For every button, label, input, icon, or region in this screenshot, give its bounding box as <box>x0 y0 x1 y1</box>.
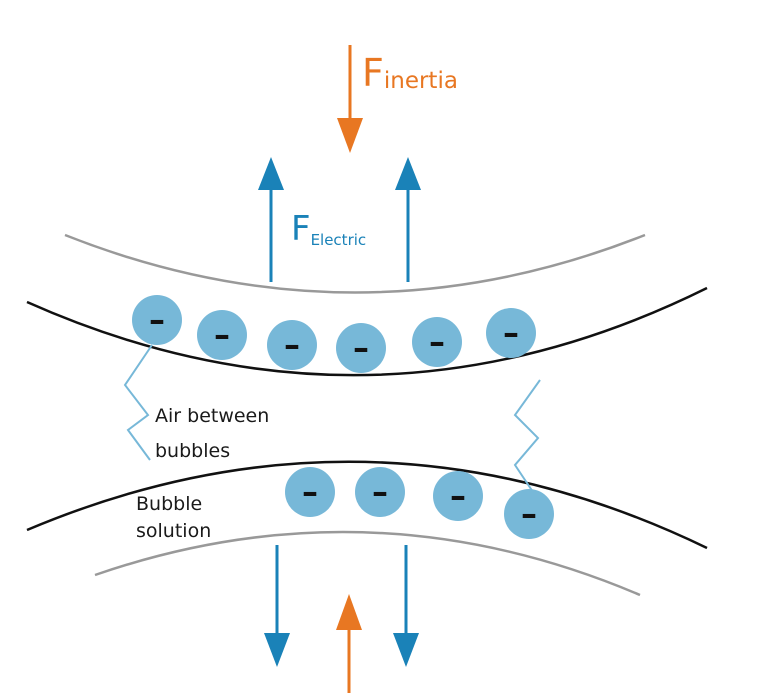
electric-force-symbol: F <box>291 209 311 249</box>
charge-circle <box>433 471 483 521</box>
electric-arrow-bottom-left-head <box>264 633 290 667</box>
minus-sign: – <box>149 301 165 339</box>
bottom-bubble-outer-surface <box>26 460 708 550</box>
electric-force-subscript: Electric <box>311 231 367 249</box>
charge-circle <box>285 467 335 517</box>
electric-arrow-top-left-head <box>258 157 284 190</box>
inertia-force-subscript: inertia <box>384 68 458 94</box>
electric-force-label: FElectric <box>291 209 366 249</box>
inertia-force-label: Finertia <box>362 51 458 95</box>
minus-sign: – <box>284 326 300 364</box>
charge-circle <box>336 323 386 373</box>
air-leader-line <box>123 344 153 461</box>
solution-label-line1: Bubble <box>136 493 202 515</box>
charge-circle <box>132 295 182 345</box>
solution-leader-line <box>513 379 541 496</box>
charge-circle <box>412 317 462 367</box>
charge-circle <box>504 489 554 539</box>
bottom-bubble-inner-surface <box>94 530 641 597</box>
charge-top-3: – <box>267 320 317 370</box>
minus-sign: – <box>214 316 230 354</box>
charge-top-1: – <box>132 295 182 345</box>
minus-sign: – <box>429 323 445 361</box>
inertia-arrow-top-head <box>337 118 363 153</box>
air-label-line2: bubbles <box>155 440 230 462</box>
air-label-line1: Air between <box>155 405 269 427</box>
charge-circle <box>197 310 247 360</box>
charge-bottom-4: – <box>504 489 554 539</box>
minus-sign: – <box>503 314 519 352</box>
inertia-force-symbol: F <box>362 51 384 95</box>
minus-sign: – <box>353 329 369 367</box>
minus-sign: – <box>521 495 537 533</box>
electric-arrow-top-right-head <box>395 157 421 190</box>
solution-label-line2: solution <box>136 520 211 542</box>
charge-circle <box>267 320 317 370</box>
charge-top-4: – <box>336 323 386 373</box>
top-bubble-outer-surface <box>26 286 708 377</box>
minus-sign: – <box>372 473 388 511</box>
charge-circle <box>355 467 405 517</box>
minus-sign: – <box>450 477 466 515</box>
charge-bottom-2: – <box>355 467 405 517</box>
charge-top-5: – <box>412 317 462 367</box>
charge-circle <box>486 308 536 358</box>
charge-top-6: – <box>486 308 536 358</box>
charge-bottom-1: – <box>285 467 335 517</box>
minus-sign: – <box>302 473 318 511</box>
inertia-arrow-bottom-head <box>336 594 362 630</box>
charge-bottom-3: – <box>433 471 483 521</box>
top-bubble-inner-surface <box>64 233 646 294</box>
electric-arrow-bottom-right-head <box>393 633 419 667</box>
charge-top-2: – <box>197 310 247 360</box>
